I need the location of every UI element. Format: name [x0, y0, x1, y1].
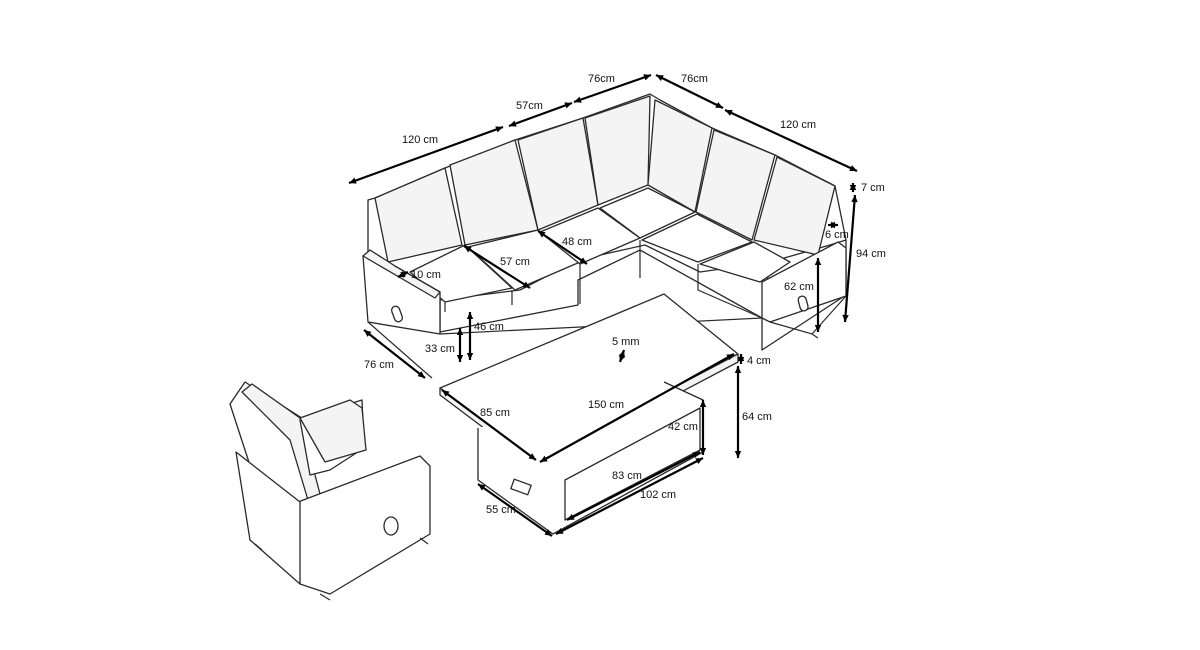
arrow-left-arm-width — [397, 271, 409, 278]
armchair-recline-handle — [383, 516, 399, 536]
seat-front-edge — [444, 240, 763, 319]
label-table-base-inner: 83 cm — [612, 470, 642, 482]
label-table-base-height: 42 cm — [668, 421, 698, 433]
arrow-table-top-thickness — [618, 349, 626, 363]
dimension-arrows — [348, 73, 858, 537]
armchair — [229, 381, 431, 601]
arrow-sofa-top-left — [348, 125, 504, 185]
label-table-height: 64 cm — [742, 411, 772, 423]
arrow-sofa-depth — [363, 329, 426, 379]
seat-cushion-5 — [641, 213, 753, 263]
label-sofa-top-left: 120 cm — [402, 134, 438, 146]
dimension-labels: 120 cm 57cm 76cm 76cm 120 cm 7 cm 94 cm … — [364, 73, 886, 516]
arrow-table-height — [734, 366, 742, 458]
label-sofa-top-mid2: 76cm — [588, 73, 615, 85]
label-armrest-width: 6 cm — [825, 229, 849, 241]
label-table-length: 150 cm — [588, 399, 624, 411]
arrow-sofa-top-right — [724, 109, 858, 172]
label-table-width: 85 cm — [480, 407, 510, 419]
label-sofa-top-mid3: 76cm — [681, 73, 708, 85]
back-cushion-1 — [374, 167, 463, 263]
label-sofa-depth: 76 cm — [364, 359, 394, 371]
arrow-table-length — [539, 353, 735, 463]
label-overall-height: 94 cm — [856, 248, 886, 260]
arrow-table-base-length — [555, 457, 704, 535]
arrow-table-top-offset — [737, 354, 745, 364]
arrow-seat-width — [537, 230, 588, 265]
label-cushion-top: 7 cm — [861, 182, 885, 194]
label-table-base-width: 55 cm — [486, 504, 516, 516]
right-recline-handle — [797, 295, 809, 312]
arrow-armrest-width — [828, 221, 838, 229]
label-table-top-offset: 4 cm — [747, 355, 771, 367]
table-base-front — [564, 407, 701, 521]
label-frame-height: 33 cm — [425, 343, 455, 355]
label-table-base-length: 102 cm — [640, 489, 676, 501]
arrow-table-base-inner — [566, 451, 701, 521]
seat-cushion-corner — [599, 187, 696, 239]
arrow-armrest-height — [814, 258, 822, 332]
label-armrest-height: 62 cm — [784, 281, 814, 293]
arrow-sofa-top-mid3 — [655, 74, 724, 109]
arrow-sofa-top-mid1 — [508, 101, 573, 128]
arrow-seat-height — [466, 312, 474, 360]
table-base-vent — [510, 478, 532, 496]
arrow-sofa-top-mid2 — [573, 73, 652, 104]
arrow-table-base-height — [699, 400, 707, 455]
arrow-overall-height — [842, 194, 858, 323]
label-sofa-top-right: 120 cm — [780, 119, 816, 131]
arrow-frame-height — [456, 328, 464, 362]
armchair-head-cushion — [299, 399, 367, 463]
arrow-seat-depth — [463, 245, 531, 289]
seat-cushion-6 — [699, 241, 791, 283]
armchair-right-arm — [297, 455, 431, 595]
armchair-left-side — [235, 451, 301, 585]
table-base — [477, 381, 704, 535]
label-seat-height: 46 cm — [474, 321, 504, 333]
label-seat-width: 48 cm — [562, 236, 592, 248]
label-sofa-top-mid1: 57cm — [516, 100, 543, 112]
label-left-arm-width: 10 cm — [411, 269, 441, 281]
corner-sofa — [362, 93, 847, 379]
label-table-top-thickness: 5 mm — [612, 336, 640, 348]
left-recline-handle — [390, 305, 404, 323]
arrow-table-base-width — [477, 483, 553, 537]
sofa-feet — [424, 333, 819, 379]
arrow-cushion-top — [849, 183, 857, 192]
arrow-table-width — [441, 389, 537, 461]
armchair-feet — [254, 537, 429, 601]
back-cushion-6 — [695, 129, 776, 241]
coffee-table — [439, 293, 739, 535]
label-seat-depth: 57 cm — [500, 256, 530, 268]
